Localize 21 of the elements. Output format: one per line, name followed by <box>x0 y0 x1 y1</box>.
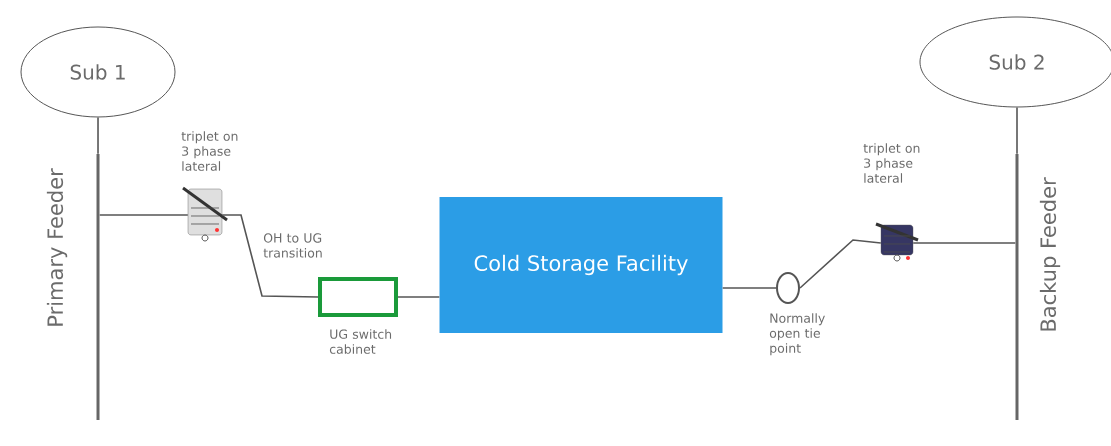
power-line <box>1016 106 1018 155</box>
power-line <box>98 214 189 216</box>
power-line <box>721 287 777 289</box>
feeder-line <box>96 154 100 420</box>
sensor-drawing <box>182 186 228 242</box>
power-line <box>221 214 319 298</box>
edge-label: OH to UG transition <box>263 233 322 258</box>
feeder-label: Primary Feeder <box>46 168 68 326</box>
feeder-line <box>1015 154 1019 420</box>
sensor-drawing <box>875 222 919 262</box>
feeder-label: Backup Feeder <box>1039 177 1061 331</box>
switch-cabinet-box <box>318 277 398 317</box>
caption-text: triplet on 3 phase lateral <box>863 143 920 183</box>
caption-text: triplet on 3 phase lateral <box>181 131 238 171</box>
power-line <box>912 242 1017 244</box>
power-line <box>799 239 882 289</box>
caption-text: UG switch cabinet <box>329 329 392 354</box>
caption-text: Normally open tie point <box>769 313 825 356</box>
power-line <box>97 116 99 155</box>
facility-box: Cold Storage Facility <box>439 197 723 333</box>
power-line <box>397 296 441 298</box>
